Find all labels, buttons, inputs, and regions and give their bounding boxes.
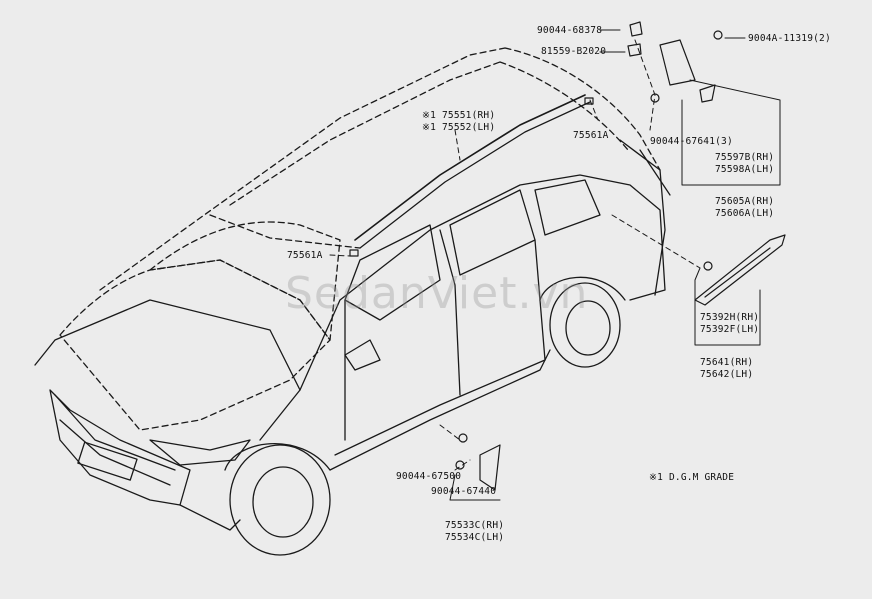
rear-wheel <box>549 282 621 368</box>
protector-rear <box>694 234 786 306</box>
part-label-90044-68378: 90044-68378 <box>537 25 603 36</box>
part-label-75534c: 75534C(LH) <box>445 532 505 543</box>
headlamp <box>149 439 251 466</box>
windshield <box>149 221 341 341</box>
part-label-90044-67641: 90044-67641(3) <box>650 136 733 147</box>
part-label-75598a: 75598A(LH) <box>715 164 775 175</box>
leader-lines <box>329 39 701 471</box>
part-label-75561a-top: 75561A <box>573 130 609 141</box>
garnish-upper <box>659 39 696 86</box>
part-label-90044-67440: 90044-67440 <box>431 486 497 497</box>
roof-rail <box>354 94 591 249</box>
part-label-75605a: 75605A(RH) <box>715 196 775 207</box>
front-grille <box>49 389 191 506</box>
mirror <box>344 339 381 371</box>
part-label-75642: 75642(LH) <box>700 369 754 380</box>
clip-2 <box>627 43 642 57</box>
bolt-2 <box>713 30 723 40</box>
lower-garnish <box>479 444 501 491</box>
part-label-9004a-11319: 9004A-11319(2) <box>748 33 831 44</box>
license-plate <box>77 441 138 481</box>
part-label-75392f: 75392F(LH) <box>700 324 760 335</box>
part-label-75392h: 75392H(RH) <box>700 312 760 323</box>
part-label-75597b: 75597B(RH) <box>715 152 775 163</box>
part-label-75606a: 75606A(LH) <box>715 208 775 219</box>
part-label-75552: ※1 75552(LH) <box>422 122 496 133</box>
quarter-window <box>534 179 601 236</box>
part-label-75641: 75641(RH) <box>700 357 754 368</box>
parts <box>349 21 786 491</box>
front-door-window <box>344 224 441 321</box>
part-label-81559-b2020: 81559-B2020 <box>541 46 607 57</box>
bolt-1 <box>650 93 660 103</box>
part-label-75561a-left: 75561A <box>287 250 323 261</box>
clip-top <box>629 21 643 37</box>
part-label-75551: ※1 75551(RH) <box>422 110 496 121</box>
hood <box>59 259 331 431</box>
rear-door-window <box>449 189 536 276</box>
roof-outline <box>99 47 661 291</box>
front-wheel <box>229 444 331 556</box>
callout-brackets <box>449 29 781 501</box>
side-body <box>299 174 666 391</box>
part-label-90044-67500: 90044-67500 <box>396 471 462 482</box>
watermark: SedanViet.vn <box>285 268 589 319</box>
grade-note: ※1 D.G.M GRADE <box>649 472 735 483</box>
part-label-75533c: 75533C(RH) <box>445 520 505 531</box>
